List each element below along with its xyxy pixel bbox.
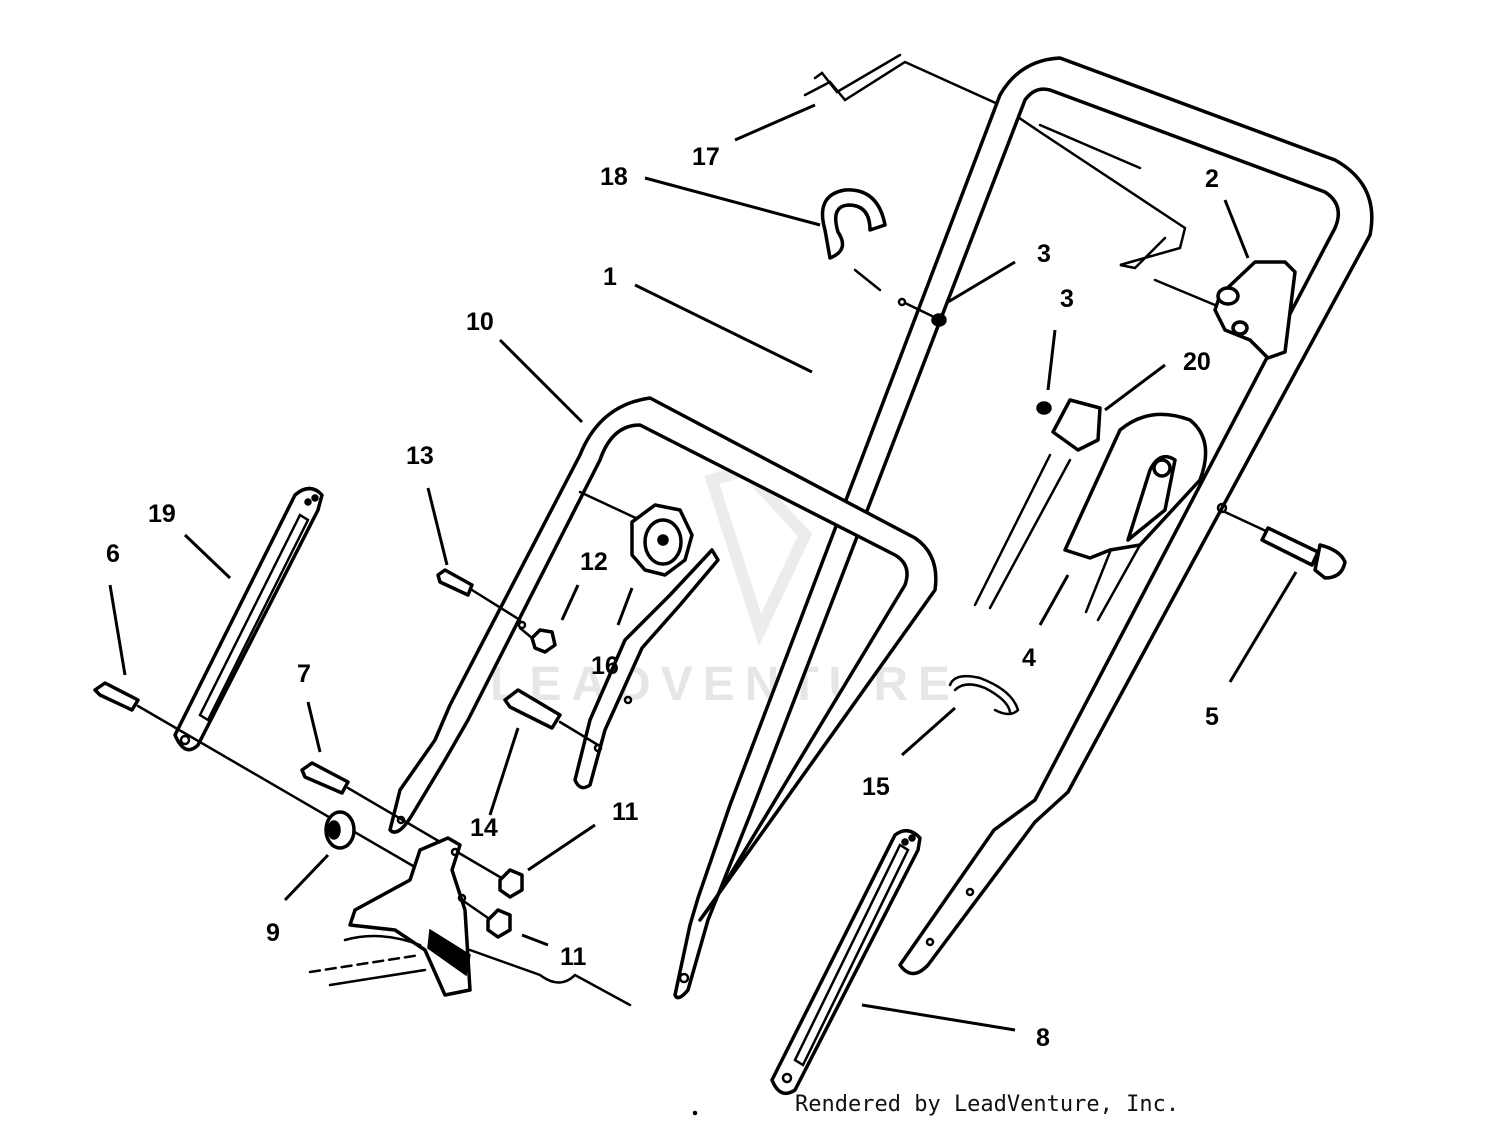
bolt-part-6 — [93, 681, 422, 872]
callout-20: 20 — [1183, 348, 1211, 376]
upper-handle-part-1 — [673, 56, 1374, 1000]
callout-7: 7 — [297, 660, 311, 688]
callout-17: 17 — [692, 143, 720, 171]
stray-dot — [692, 1110, 698, 1116]
callout-8: 8 — [1036, 1024, 1050, 1052]
callout-6: 6 — [106, 540, 120, 568]
callout-4: 4 — [1022, 644, 1036, 672]
knob-part-16 — [630, 503, 694, 577]
callout-11-upper: 11 — [612, 798, 639, 826]
callout-13: 13 — [406, 442, 434, 470]
credit-text: Rendered by LeadVenture, Inc. — [795, 1092, 1179, 1117]
callout-1: 1 — [603, 263, 617, 291]
bolt-part-14 — [503, 688, 600, 747]
callout-18: 18 — [600, 163, 628, 191]
right-bracket-part-8 — [770, 828, 922, 1096]
leader-lines — [108, 103, 1298, 1032]
left-bracket-part-19 — [173, 486, 324, 752]
watermark-text: LEADVENTURE — [490, 658, 960, 711]
callout-15: 15 — [862, 773, 890, 801]
lower-handle-part-10 — [388, 396, 938, 922]
callout-19: 19 — [148, 500, 176, 528]
callout-12: 12 — [580, 548, 608, 576]
callout-16: 16 — [591, 652, 619, 680]
cable-bracket-part-2 — [1153, 260, 1297, 360]
handle-bolt-part-5 — [1216, 502, 1347, 580]
nut-part-3-lower — [1036, 401, 1052, 415]
cable-tie-part-15 — [948, 674, 1020, 716]
spacer-part-9 — [324, 810, 356, 850]
control-bail-part-17 — [803, 53, 1187, 270]
mower-deck-fragment — [308, 836, 632, 1007]
callout-2: 2 — [1205, 165, 1219, 193]
cable-clip-part-20 — [973, 398, 1102, 610]
bolt-part-7 — [300, 761, 507, 882]
callout-3-lower: 3 — [1060, 285, 1074, 313]
bolt-part-13 — [436, 568, 527, 630]
cable-guard-part-4 — [1063, 412, 1208, 622]
nut-part-12 — [518, 626, 557, 654]
nut-part-11-lower — [460, 898, 512, 939]
callout-10: 10 — [466, 308, 494, 336]
cable-guide-part-18 — [820, 188, 887, 292]
callout-5: 5 — [1205, 703, 1219, 731]
callout-labels: 17 18 2 3 3 1 10 20 13 19 12 6 16 4 7 5 … — [106, 143, 1219, 1052]
callout-9: 9 — [266, 919, 280, 947]
nut-part-3-upper — [897, 297, 947, 327]
nut-part-11-upper — [498, 868, 524, 899]
callout-3-upper: 3 — [1037, 240, 1051, 268]
callout-11-lower: 11 — [560, 943, 587, 971]
callout-14: 14 — [470, 814, 498, 842]
